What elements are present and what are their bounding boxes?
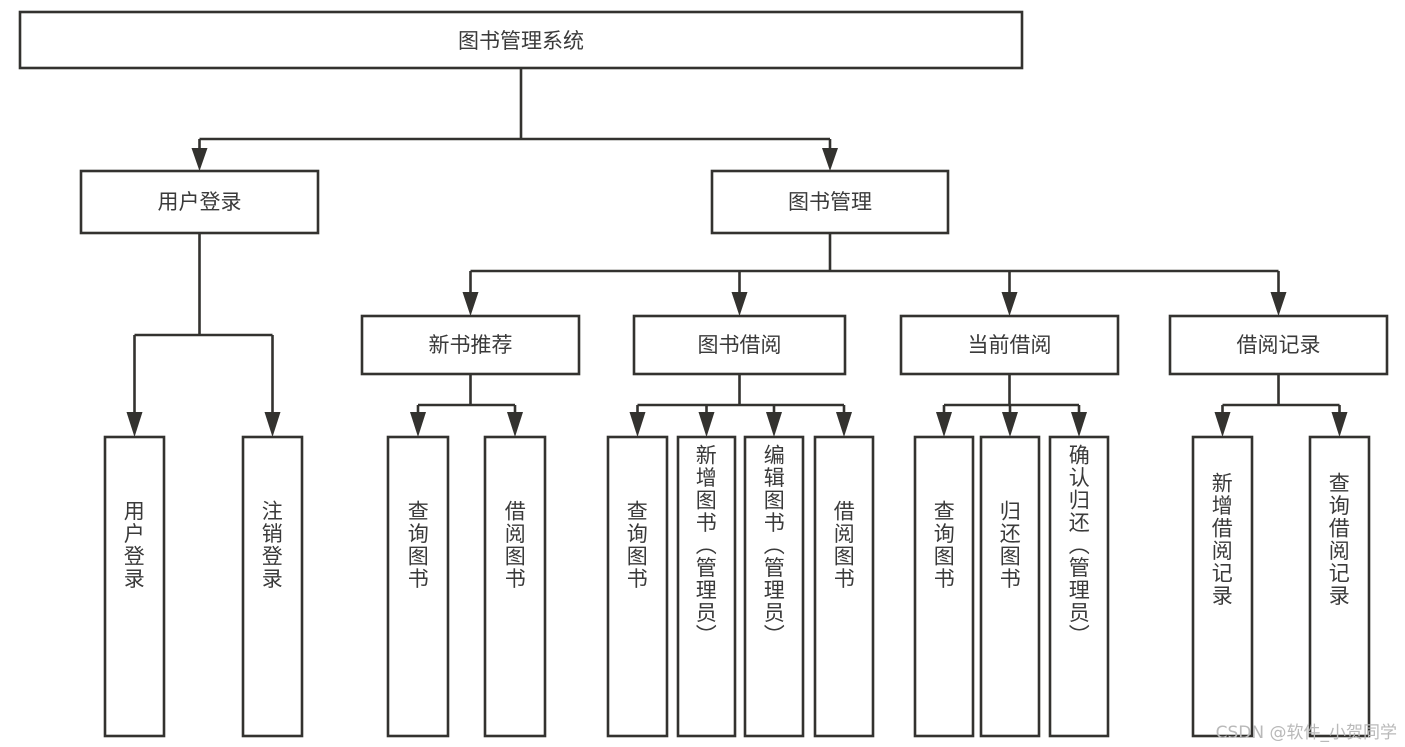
connector-layer (126, 68, 1348, 437)
node-new-book-rec-label: 新书推荐 (429, 333, 513, 357)
node-book-manage-label: 图书管理 (788, 190, 872, 214)
arrowhead-leaf-add-book (698, 412, 715, 437)
node-book-manage[interactable] (710, 169, 950, 235)
node-leaf-borrow-book-2[interactable] (813, 435, 875, 738)
arrowhead-new-book-rec (462, 292, 479, 316)
node-book-borrow-label: 图书借阅 (698, 333, 782, 357)
arrowhead-borrow-record (1270, 292, 1287, 316)
node-leaf-logout[interactable] (241, 435, 304, 738)
node-book-borrow[interactable] (632, 314, 847, 376)
arrowhead-leaf-query-record (1331, 412, 1348, 437)
arrowhead-current-borrow (1001, 292, 1018, 316)
node-leaf-add-record[interactable] (1191, 435, 1254, 738)
node-leaf-query-record[interactable] (1308, 435, 1371, 738)
arrowhead-leaf-query-book-1 (410, 412, 426, 437)
arrowhead-leaf-query-book-3 (936, 412, 952, 437)
arrowhead-book-manage (822, 148, 838, 171)
arrowhead-leaf-borrow-book-1 (507, 412, 523, 437)
node-leaf-query-book-1[interactable] (386, 435, 450, 738)
node-box-layer (18, 10, 1389, 738)
node-user-login[interactable] (79, 169, 320, 235)
node-leaf-confirm-return[interactable] (1048, 435, 1110, 738)
arrowhead-leaf-confirm-return (1071, 412, 1087, 437)
arrowhead-leaf-borrow-book-2 (836, 412, 852, 437)
node-root-label: 图书管理系统 (458, 29, 584, 53)
node-root[interactable] (18, 10, 1024, 70)
node-user-login-label: 用户登录 (158, 190, 242, 214)
node-leaf-user-login[interactable] (103, 435, 166, 738)
node-borrow-record[interactable] (1168, 314, 1389, 376)
node-current-borrow-label: 当前借阅 (968, 333, 1052, 357)
arrowhead-leaf-logout (264, 412, 281, 437)
arrowhead-leaf-query-book-2 (629, 412, 646, 437)
node-current-borrow[interactable] (899, 314, 1120, 376)
arrowhead-leaf-return-book (1002, 412, 1018, 437)
node-leaf-borrow-book-1[interactable] (483, 435, 547, 738)
node-borrow-record-label: 借阅记录 (1237, 333, 1321, 357)
node-leaf-return-book[interactable] (979, 435, 1041, 738)
node-new-book-rec[interactable] (360, 314, 581, 376)
arrowhead-leaf-add-record (1214, 412, 1231, 437)
node-leaf-query-book-3[interactable] (913, 435, 975, 738)
arrowhead-user-login (191, 148, 208, 171)
node-leaf-query-book-2[interactable] (606, 435, 669, 738)
csdn-watermark: CSDN @软件_小贺同学 (1215, 723, 1397, 743)
arrowhead-book-borrow (731, 292, 748, 316)
arrowhead-leaf-edit-book (766, 412, 782, 437)
node-leaf-add-book[interactable] (676, 435, 737, 738)
node-leaf-edit-book[interactable] (743, 435, 805, 738)
horizontal-label-layer: 图书管理系统 用户登录 图书管理 新书推荐 图书借阅 当前借阅 借阅记录 (158, 29, 1321, 357)
arrowhead-leaf-user-login (126, 412, 143, 437)
